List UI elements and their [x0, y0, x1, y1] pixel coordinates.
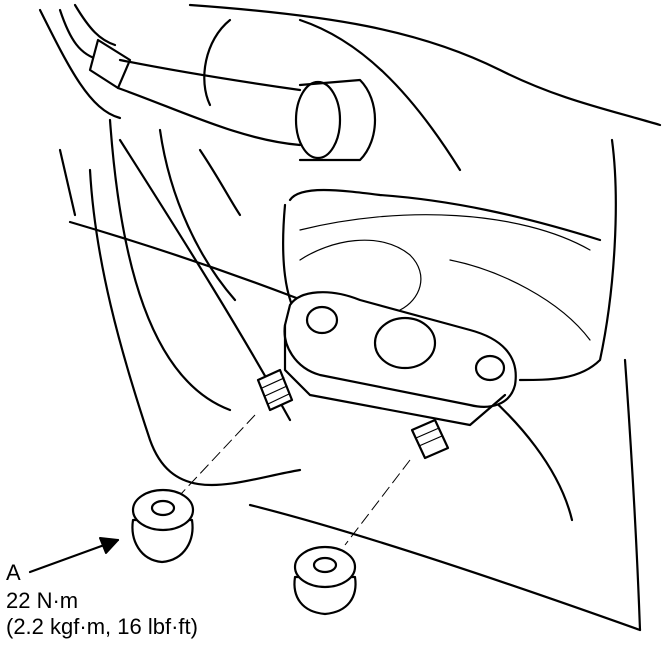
callout-letter: A	[6, 560, 21, 585]
torque-value: 22 N·m	[6, 588, 79, 613]
mounting-studs	[256, 368, 450, 460]
center-port	[373, 316, 437, 370]
flange-nut-a	[131, 488, 195, 564]
callout-arrow	[28, 537, 120, 574]
alignment-lines	[179, 414, 411, 546]
mounting-flange	[282, 188, 602, 427]
bolt-hole-left	[305, 305, 339, 335]
bolt-hole-right	[474, 354, 506, 382]
engine-housing	[38, 3, 662, 632]
torque-value-alt-units: (2.2 kgf·m, 16 lbf·ft)	[6, 614, 198, 639]
flange-nut-b	[293, 545, 357, 616]
wire-harness	[58, 3, 377, 162]
